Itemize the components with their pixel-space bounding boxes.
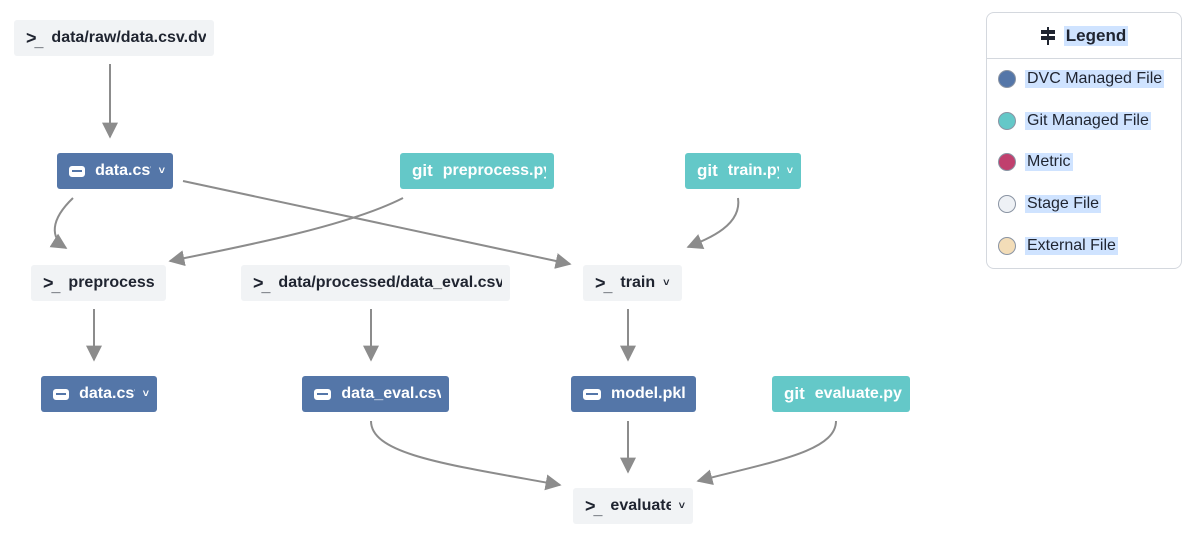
drive-icon <box>69 165 86 177</box>
legend-item-external: External File <box>998 234 1118 258</box>
legend-panel: Legend DVC Managed File Git Managed File… <box>986 12 1182 269</box>
legend-item-label: Metric <box>1025 153 1073 171</box>
drive-icon <box>583 388 601 400</box>
legend-header: Legend <box>987 13 1181 59</box>
legend-swatch <box>998 195 1016 213</box>
node-label: data_eval.csv <box>341 385 441 402</box>
chevron-down-icon[interactable]: ˅ <box>142 388 149 400</box>
terminal-icon: >_ <box>43 272 60 295</box>
chevron-down-icon[interactable]: ˅ <box>786 165 793 177</box>
node-label: preprocess <box>68 274 155 291</box>
git-icon: git <box>697 161 718 180</box>
node-stage-evaluate[interactable]: >_ evaluate ˅ <box>573 488 693 524</box>
node-label: train <box>620 274 656 291</box>
legend-item-label: External File <box>1025 237 1118 255</box>
chevron-down-icon[interactable]: ˅ <box>663 277 670 289</box>
legend-item-label: Git Managed File <box>1025 112 1151 130</box>
terminal-icon: >_ <box>595 272 612 295</box>
node-git-train-py[interactable]: git train.py ˅ <box>685 153 801 189</box>
node-stage-data-eval-dvc[interactable]: >_ data/processed/data_eval.csv.dvc <box>241 265 510 301</box>
node-dvc-data-eval-csv[interactable]: data_eval.csv <box>302 376 449 412</box>
node-dvc-data-csv[interactable]: data.csv ˅ <box>57 153 173 189</box>
edge-evaluatepy-to-evaluate <box>696 420 837 486</box>
drive-icon <box>314 388 332 400</box>
edge-datacsv-to-preprocess <box>49 197 74 249</box>
edge-datacsv-to-train <box>182 180 572 269</box>
git-icon: git <box>412 161 433 180</box>
legend-swatch <box>998 70 1016 88</box>
node-label: train.py <box>727 162 779 179</box>
edge-preprocesspy-to-preprocess <box>168 197 404 267</box>
terminal-icon: >_ <box>585 495 602 518</box>
chevron-down-icon[interactable]: ˅ <box>158 165 165 177</box>
node-label: data.csv <box>79 385 135 402</box>
legend-item-git: Git Managed File <box>998 109 1151 133</box>
node-dvc-data-csv-processed[interactable]: data.csv ˅ <box>41 376 157 412</box>
legend-title: Legend <box>1063 25 1129 46</box>
node-stage-preprocess[interactable]: >_ preprocess <box>31 265 166 301</box>
git-icon: git <box>784 384 805 403</box>
legend-swatch <box>998 237 1016 255</box>
legend-swatch <box>998 153 1016 171</box>
legend-item-stage: Stage File <box>998 192 1102 216</box>
node-label: data/raw/data.csv.dvc <box>51 29 206 46</box>
node-label: data/processed/data_eval.csv.dvc <box>278 274 502 291</box>
node-label: evaluate.py <box>814 385 902 402</box>
node-stage-train[interactable]: >_ train ˅ <box>583 265 682 301</box>
chevron-down-icon[interactable]: ˅ <box>678 500 685 512</box>
terminal-icon: >_ <box>26 27 43 50</box>
node-stage-raw-data-dvc[interactable]: >_ data/raw/data.csv.dvc <box>14 20 214 56</box>
legend-swatch <box>998 112 1016 130</box>
legend-item-metric: Metric <box>998 150 1073 174</box>
signs-post-icon <box>1040 26 1056 45</box>
node-label: evaluate <box>610 497 671 514</box>
edge-trainpy-to-train <box>686 197 740 249</box>
legend-item-label: Stage File <box>1025 195 1102 213</box>
edge-dataeval-to-evaluate <box>370 420 562 491</box>
node-label: model.pkl <box>611 385 686 402</box>
node-label: preprocess.py <box>442 162 546 179</box>
node-dvc-model-pkl[interactable]: model.pkl <box>571 376 696 412</box>
terminal-icon: >_ <box>253 272 270 295</box>
node-label: data.csv <box>95 162 151 179</box>
legend-item-dvc: DVC Managed File <box>998 67 1165 91</box>
node-git-evaluate-py[interactable]: git evaluate.py <box>772 376 910 412</box>
node-git-preprocess-py[interactable]: git preprocess.py <box>400 153 554 189</box>
legend-item-label: DVC Managed File <box>1025 70 1165 88</box>
drive-icon <box>53 388 70 400</box>
